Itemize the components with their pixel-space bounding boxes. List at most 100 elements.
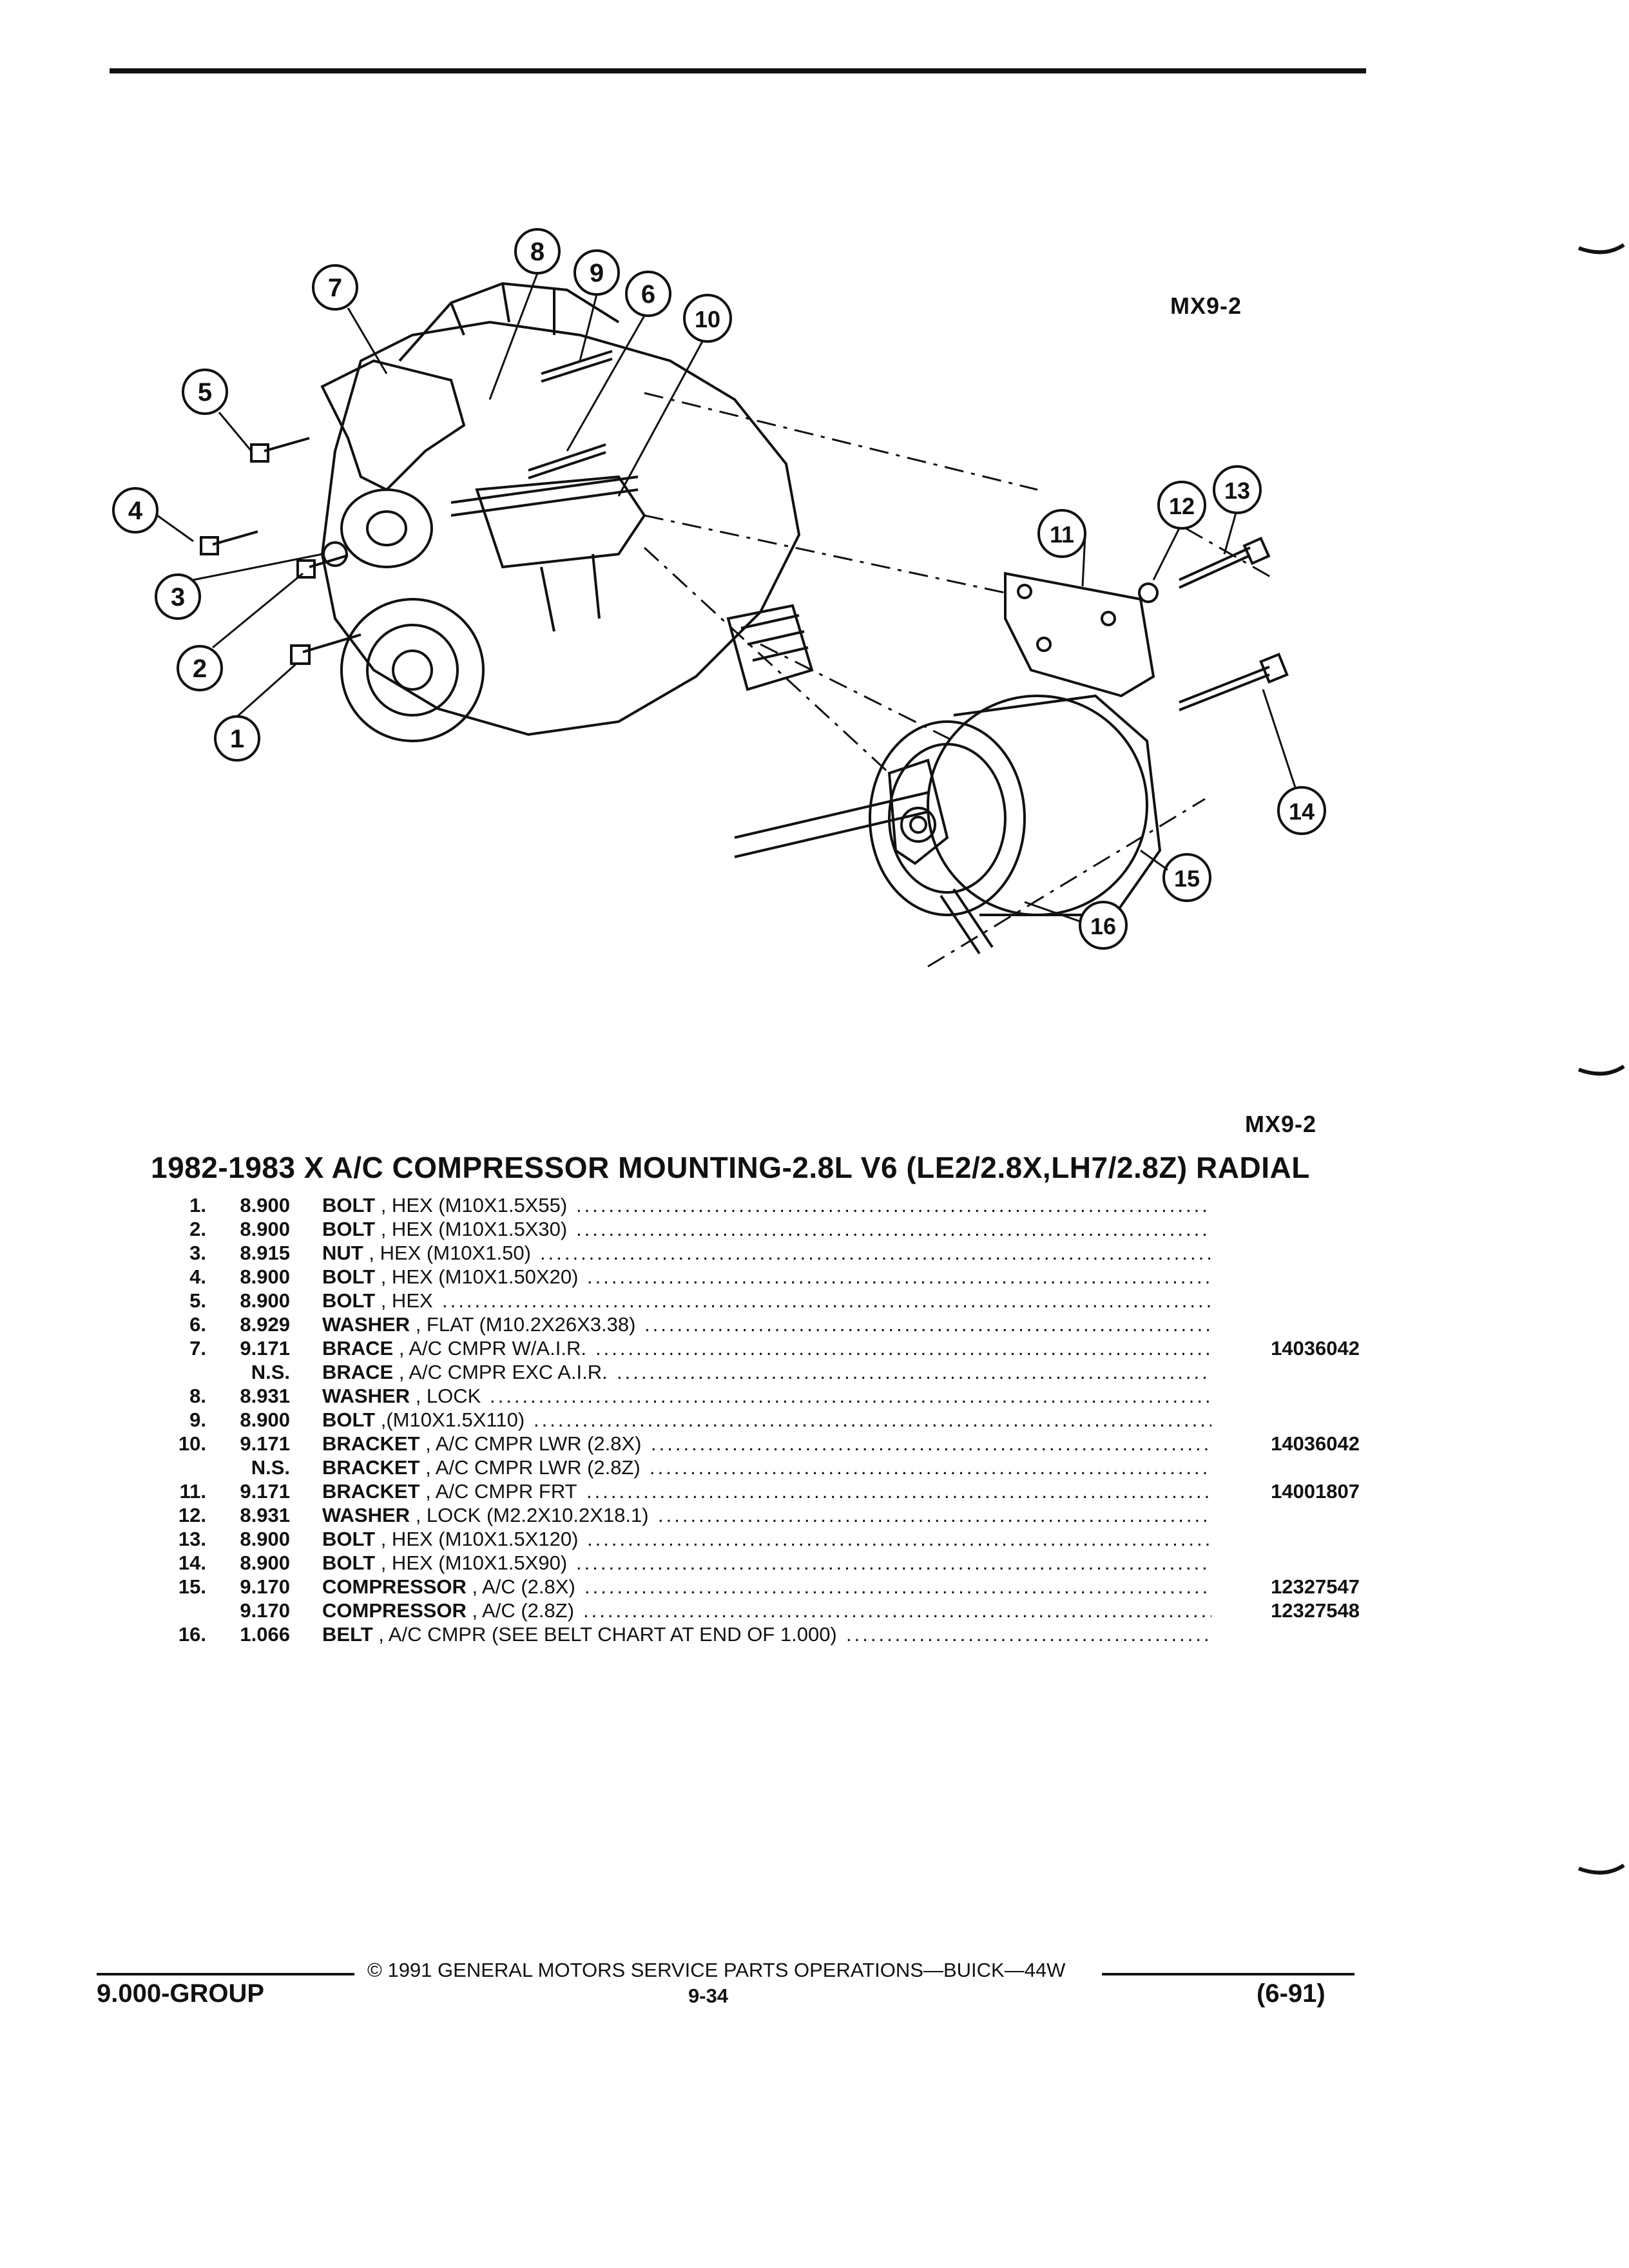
part-number: 14036042 (1271, 1337, 1360, 1360)
part-name: COMPRESSOR (322, 1575, 467, 1598)
part-number: 14001807 (1271, 1480, 1360, 1503)
part-description: WASHER , LOCK (322, 1384, 481, 1408)
part-name: BRACE (322, 1361, 394, 1383)
part-description: BOLT , HEX (M10X1.5X30) (322, 1217, 567, 1241)
part-description: BELT , A/C CMPR (SEE BELT CHART AT END O… (322, 1622, 837, 1646)
footer-rule-left (97, 1973, 354, 1975)
figure-label-bottom: MX9-2 (1245, 1111, 1317, 1137)
dot-leader: ........................................… (584, 1575, 1211, 1598)
group-number: 8.900 (240, 1289, 290, 1312)
svg-text:1: 1 (230, 725, 244, 753)
dot-leader: ........................................… (595, 1337, 1211, 1360)
item-number: 3. (189, 1242, 206, 1264)
dot-leader: ........................................… (846, 1623, 1211, 1646)
part-number: 12327547 (1271, 1575, 1360, 1598)
item-number: 9. (189, 1408, 206, 1431)
group-number: 8.931 (240, 1504, 290, 1526)
group-number: 9.171 (240, 1337, 290, 1360)
part-description: BRACKET , A/C CMPR LWR (2.8X) (322, 1432, 642, 1456)
callout-16: 16 (1079, 901, 1128, 950)
svg-text:16: 16 (1090, 913, 1116, 939)
part-spec: , HEX (M10X1.50) (369, 1242, 531, 1264)
part-name: BRACE (322, 1337, 394, 1360)
part-description: BOLT , HEX (M10X1.5X120) (322, 1527, 578, 1551)
part-description: BOLT , HEX (M10X1.50X20) (322, 1265, 578, 1289)
edge-mark (1577, 1863, 1625, 1875)
copyright-line: © 1991 GENERAL MOTORS SERVICE PARTS OPER… (367, 1959, 1066, 1981)
svg-text:7: 7 (328, 274, 342, 302)
part-spec: , HEX (380, 1289, 433, 1312)
dot-leader: ........................................… (540, 1242, 1211, 1264)
group-number: 9.171 (240, 1432, 290, 1455)
part-spec: , A/C CMPR (SEE BELT CHART AT END OF 1.0… (378, 1623, 837, 1646)
svg-text:12: 12 (1169, 493, 1195, 519)
item-number: 6. (189, 1313, 206, 1336)
part-description: WASHER , FLAT (M10.2X26X3.38) (322, 1312, 635, 1336)
dot-leader: ........................................… (586, 1480, 1211, 1503)
group-number: 9.170 (240, 1575, 290, 1598)
part-name: BRACKET (322, 1432, 420, 1455)
item-number: 1. (189, 1194, 206, 1216)
part-spec: , HEX (M10X1.50X20) (380, 1265, 579, 1288)
part-description: BRACE , A/C CMPR EXC A.I.R. (322, 1360, 608, 1384)
part-name: BRACKET (322, 1480, 420, 1503)
item-number: 7. (189, 1337, 206, 1360)
item-number: 10. (178, 1432, 206, 1455)
item-number: 2. (189, 1218, 206, 1240)
part-spec: , HEX (M10X1.5X30) (380, 1218, 568, 1240)
group-number: N.S. (251, 1456, 290, 1479)
group-number: 8.900 (240, 1528, 290, 1550)
svg-text:10: 10 (695, 306, 720, 332)
svg-text:3: 3 (171, 583, 185, 611)
group-number: N.S. (251, 1361, 290, 1383)
part-description: BRACKET , A/C CMPR LWR (2.8Z) (322, 1456, 641, 1479)
svg-text:4: 4 (128, 497, 143, 525)
part-spec: , A/C (2.8Z) (472, 1599, 575, 1622)
part-name: BOLT (322, 1265, 376, 1288)
part-spec: , HEX (M10X1.5X55) (380, 1194, 568, 1216)
part-description: COMPRESSOR , A/C (2.8Z) (322, 1599, 574, 1622)
part-description: NUT , HEX (M10X1.50) (322, 1241, 531, 1265)
group-number: 8.900 (240, 1265, 290, 1288)
dot-leader: ........................................… (587, 1265, 1211, 1288)
page-title: 1982-1983 X A/C COMPRESSOR MOUNTING-2.8L… (151, 1151, 1310, 1184)
callout-8: 8 (514, 228, 561, 274)
part-description: WASHER , LOCK (M2.2X10.2X18.1) (322, 1503, 649, 1527)
group-number: 9.171 (240, 1480, 290, 1503)
callout-13: 13 (1213, 465, 1262, 514)
dot-leader: ........................................… (576, 1552, 1211, 1574)
svg-text:8: 8 (530, 238, 545, 266)
part-name: BOLT (322, 1552, 376, 1574)
group-number: 8.929 (240, 1313, 290, 1336)
part-spec: , LOCK (M2.2X10.2X18.1) (415, 1504, 649, 1526)
dot-leader: ........................................… (650, 1456, 1211, 1479)
part-name: BOLT (322, 1218, 376, 1240)
part-name: WASHER (322, 1504, 410, 1526)
item-number: 8. (189, 1385, 206, 1407)
part-description: BRACKET , A/C CMPR FRT (322, 1479, 577, 1503)
dot-leader: ........................................… (651, 1432, 1211, 1455)
svg-text:11: 11 (1050, 521, 1074, 548)
part-spec: , HEX (M10X1.5X120) (380, 1528, 579, 1550)
part-name: BOLT (322, 1194, 376, 1216)
group-number: 8.931 (240, 1385, 290, 1407)
part-description: COMPRESSOR , A/C (2.8X) (322, 1575, 575, 1599)
callout-1: 1 (214, 715, 260, 762)
group-number: 8.900 (240, 1408, 290, 1431)
item-number: 12. (178, 1504, 206, 1526)
group-number: 9.170 (240, 1599, 290, 1622)
